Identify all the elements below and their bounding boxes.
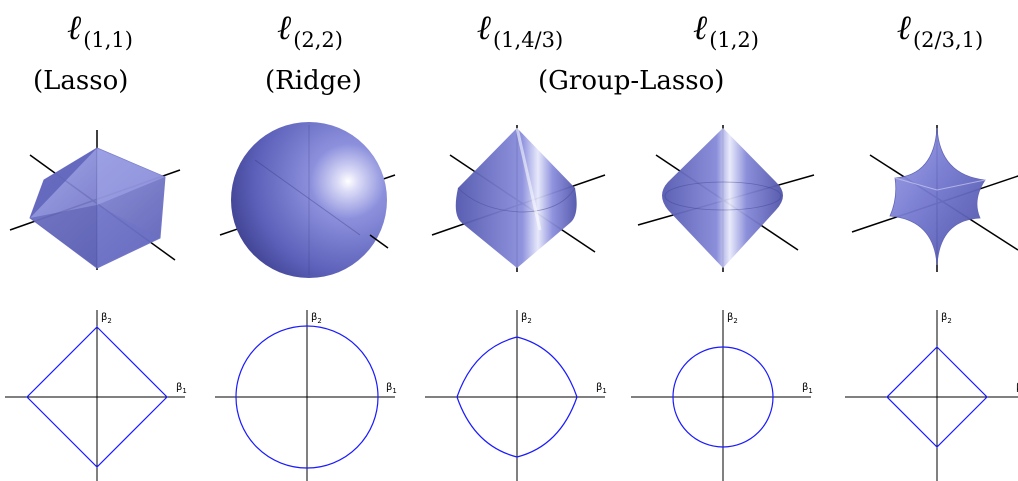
norm-title: ℓ(1,4/3) <box>420 8 620 52</box>
panel-ridge: ℓ(2,2) (Ridge) β2 β1 <box>210 0 410 481</box>
norm-subscript: (2,2) <box>293 28 343 52</box>
y-axis-label: β2 <box>311 312 322 325</box>
norm-subscript: (1,4/3) <box>492 28 564 52</box>
unit-ball-contour <box>886 346 988 448</box>
unit-ball-contour <box>672 346 774 448</box>
unit-ball-contour <box>456 336 578 458</box>
octahedron-3d-shape <box>9 130 181 270</box>
rounded-diamond-contour-plot: β2 β1 <box>425 310 607 481</box>
rounded-double-cone-3d-shape <box>431 125 606 272</box>
panel-l-2-3-1: ℓ(2/3,1) β2 β1 <box>840 0 1018 481</box>
norm-subscript: (2/3,1) <box>912 28 984 52</box>
norm-symbol: ℓ <box>896 8 911 48</box>
panel-group-lasso-4-3: ℓ(1,4/3) β2 β1 <box>420 0 620 481</box>
x-axis-label: β1 <box>176 382 187 395</box>
norm-symbol: ℓ <box>277 8 292 48</box>
group-lasso-label: (Group-Lasso) <box>538 66 725 96</box>
norm-title: ℓ(1,2) <box>626 8 826 52</box>
norm-symbol: ℓ <box>476 8 491 48</box>
method-label: (Lasso) <box>33 66 129 96</box>
method-label: (Ridge) <box>265 66 362 96</box>
norm-title: ℓ(1,1) <box>0 8 200 52</box>
unit-ball-contour <box>235 325 379 469</box>
y-axis-label: β2 <box>727 312 738 325</box>
y-axis-label: β2 <box>941 312 952 325</box>
sphere-3d-shape <box>219 122 396 278</box>
sphere <box>231 122 387 278</box>
panel-group-lasso-2: ℓ(1,2) β2 β1 <box>626 0 826 481</box>
small-diamond-contour-plot: β2 β1 <box>845 310 1018 481</box>
panel-lasso: ℓ(1,1) (Lasso) β2 β1 <box>0 0 200 481</box>
y-axis-label: β2 <box>521 312 532 325</box>
norm-title: ℓ(2/3,1) <box>840 8 1018 52</box>
norm-title: ℓ(2,2) <box>210 8 410 52</box>
concave-star-3d-shape <box>851 125 1018 272</box>
norm-subscript: (1,2) <box>709 28 759 52</box>
norm-symbol: ℓ <box>67 8 82 48</box>
circle-contour-plot: β2 β1 <box>215 310 397 481</box>
circle-contour-plot-2: β2 β1 <box>631 310 813 481</box>
x-axis-label: β1 <box>1016 382 1018 395</box>
unit-ball-contour <box>26 326 168 468</box>
y-axis-label: β2 <box>101 312 112 325</box>
norm-symbol: ℓ <box>693 8 708 48</box>
norm-subscript: (1,1) <box>83 28 133 52</box>
double-cone-3d-shape <box>637 125 815 272</box>
x-axis-label: β1 <box>386 382 397 395</box>
diamond-contour-plot: β2 β1 <box>5 310 187 481</box>
x-axis-label: β1 <box>596 382 607 395</box>
x-axis-label: β1 <box>802 382 813 395</box>
